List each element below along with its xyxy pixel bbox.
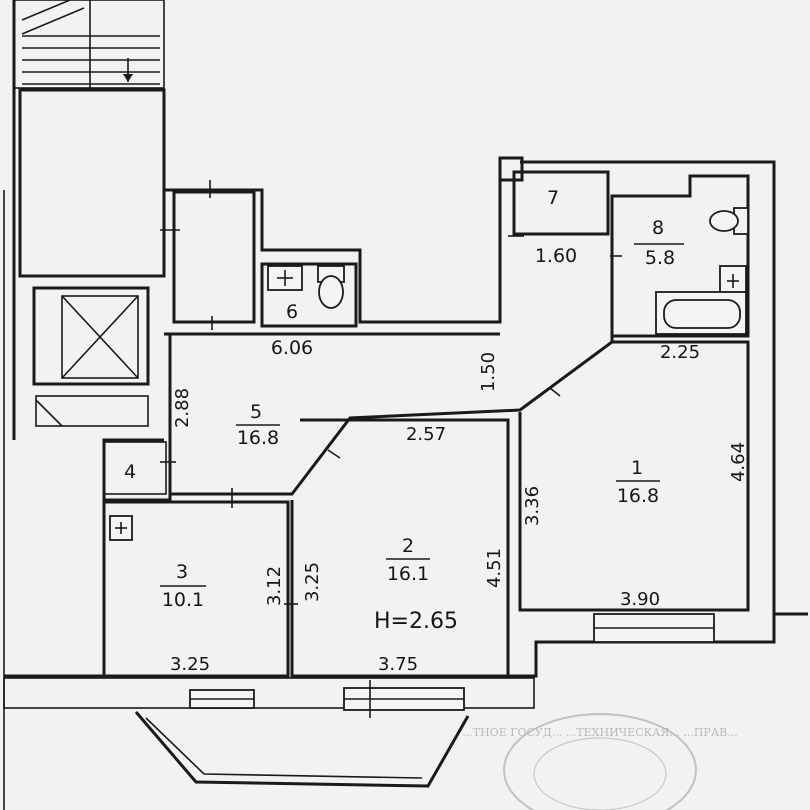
stamp-text: ...ТНОЕ ГОСУД... ...ТЕХНИЧЕСКАЯ... ...ПР… [462,726,737,739]
room-4-outline [103,441,167,495]
room-3-number: 3 [176,561,188,583]
room-6-area: 6.06 [271,337,313,359]
dim-room2-right: 4.51 [484,548,505,588]
elevator-shaft [32,286,150,427]
dim-corridor-right: 1.50 [478,352,499,392]
staircase [13,0,165,89]
balcony [134,711,470,788]
room-2-number: 2 [402,535,414,557]
room-2-area: 16.1 [387,563,429,585]
room-3-outline [102,500,290,678]
room-5-number: 5 [250,401,262,423]
window-bottom-left [189,689,255,709]
room-7-outline [512,170,610,236]
landing [18,88,166,278]
room-2-outline [290,418,510,678]
dim-room2-bottom: 3.75 [378,654,418,675]
shaft [172,190,256,324]
sink-fixture-room3 [109,515,133,541]
dim-room3-bottom: 3.25 [170,654,210,675]
room-6-number: 6 [286,301,298,323]
room-1-number: 1 [631,457,643,479]
dim-room1-bottom: 3.90 [620,589,660,610]
room-6-outline [260,262,358,328]
room-1-outline [518,340,750,612]
sink-fixture-room6 [267,265,303,291]
room-1-area: 16.8 [617,485,659,507]
room-5-area: 16.8 [237,427,279,449]
facade-wall [3,677,535,709]
stair-arrow-icon [123,74,133,82]
room-4-number: 4 [124,461,136,483]
window-bottom-middle [343,680,465,718]
toilet-fixture [709,207,749,235]
dim-room2-top: 2.57 [406,424,446,445]
ceiling-height: H=2.65 [374,609,458,634]
room-8-number: 8 [652,217,664,239]
room-8-area: 5.8 [645,247,675,269]
room-7-area: 1.60 [535,245,577,267]
bathtub-fixture [655,291,747,335]
dim-room1-right: 4.64 [728,442,749,482]
dim-room2-left: 3.25 [302,562,323,602]
official-stamp: ...ТНОЕ ГОСУД... ...ТЕХНИЧЕСКАЯ... ...ПР… [462,713,738,810]
door-marks [231,235,622,605]
dim-room1-top: 2.25 [660,342,700,363]
dim-room5-left: 2.88 [172,388,193,428]
sink-fixture-bath [719,265,747,297]
toilet-fixture-room6 [317,265,345,309]
room-3-area: 10.1 [162,589,204,611]
room-7-number: 7 [547,187,559,209]
window-room-1 [593,613,715,643]
dim-room3-right: 3.12 [264,566,285,606]
dim-room1-left: 3.36 [522,486,543,526]
vent-duct [498,156,524,182]
